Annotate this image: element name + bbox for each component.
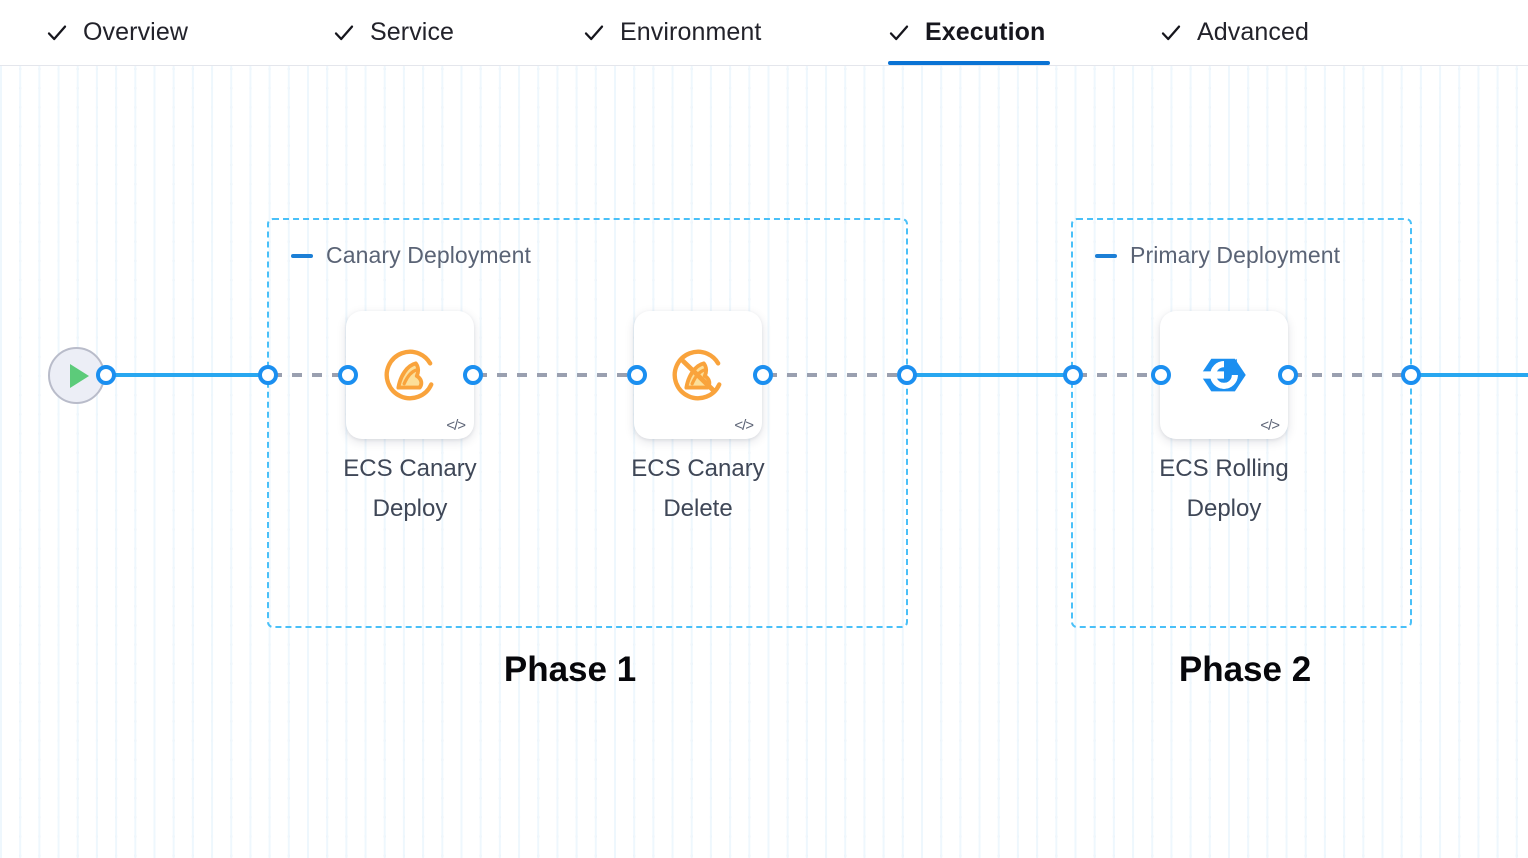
tab-environment[interactable]: Environment: [583, 0, 761, 65]
connector-edge: [272, 373, 352, 377]
connector-edge: [106, 373, 272, 377]
connector-point[interactable]: [338, 365, 358, 385]
connector-point[interactable]: [463, 365, 483, 385]
step-node-3[interactable]: </>: [1160, 311, 1288, 439]
tab-label: Execution: [925, 18, 1046, 46]
check-icon: [333, 22, 355, 44]
connector-edge: [1411, 373, 1528, 377]
check-icon: [46, 22, 68, 44]
tab-label: Service: [370, 18, 455, 46]
connector-edge: [907, 373, 1077, 377]
connector-point[interactable]: [1063, 365, 1083, 385]
check-icon: [1160, 22, 1182, 44]
pipeline-tab-bar: Overview Service Environment Execution Advan…: [0, 0, 1528, 66]
code-icon[interactable]: </>: [446, 417, 466, 434]
canary-deploy-icon: [346, 311, 474, 439]
connector-point[interactable]: [1278, 365, 1298, 385]
tab-active-underline: [888, 61, 1050, 65]
code-icon[interactable]: </>: [734, 417, 754, 434]
connector-point[interactable]: [1401, 365, 1421, 385]
step-node-label: ECS Rolling Deploy: [1159, 455, 1289, 522]
group-title: Primary Deployment: [1130, 242, 1341, 268]
step-node-2[interactable]: </>: [634, 311, 762, 439]
play-icon: [69, 363, 89, 388]
step-node-label: ECS Canary Delete: [631, 455, 765, 522]
connector-edge: [1077, 373, 1165, 377]
minus-icon[interactable]: [1095, 253, 1117, 258]
connector-edge: [767, 373, 911, 377]
tab-label: Overview: [83, 18, 188, 46]
check-icon: [583, 22, 605, 44]
canary-delete-icon: [634, 311, 762, 439]
step-node-label: ECS Canary Deploy: [343, 455, 477, 522]
tab-overview[interactable]: Overview: [46, 0, 188, 65]
group-header: Canary Deployment: [291, 242, 531, 269]
tab-service[interactable]: Service: [333, 0, 454, 65]
connector-edge: [1292, 373, 1415, 377]
connector-point[interactable]: [96, 365, 116, 385]
phase-label-1: Phase 1: [503, 650, 637, 689]
check-icon: [888, 22, 910, 44]
connector-edge: [477, 373, 641, 377]
tab-execution[interactable]: Execution: [888, 0, 1050, 65]
connector-point[interactable]: [627, 365, 647, 385]
code-icon[interactable]: </>: [1260, 417, 1280, 434]
tab-label: Environment: [620, 18, 762, 46]
rolling-deploy-icon: [1160, 311, 1288, 439]
pipeline-canvas[interactable]: Canary Deployment Primary Deployment </> E…: [0, 66, 1528, 858]
group-header: Primary Deployment: [1095, 242, 1340, 269]
connector-point[interactable]: [753, 365, 773, 385]
group-title: Canary Deployment: [326, 242, 531, 268]
connector-point[interactable]: [1151, 365, 1171, 385]
tab-advanced[interactable]: Advanced: [1160, 0, 1309, 65]
connector-point[interactable]: [258, 365, 278, 385]
tab-label: Advanced: [1197, 18, 1309, 46]
minus-icon[interactable]: [291, 253, 313, 258]
step-node-1[interactable]: </>: [346, 311, 474, 439]
connector-point[interactable]: [897, 365, 917, 385]
phase-label-2: Phase 2: [1178, 650, 1312, 689]
